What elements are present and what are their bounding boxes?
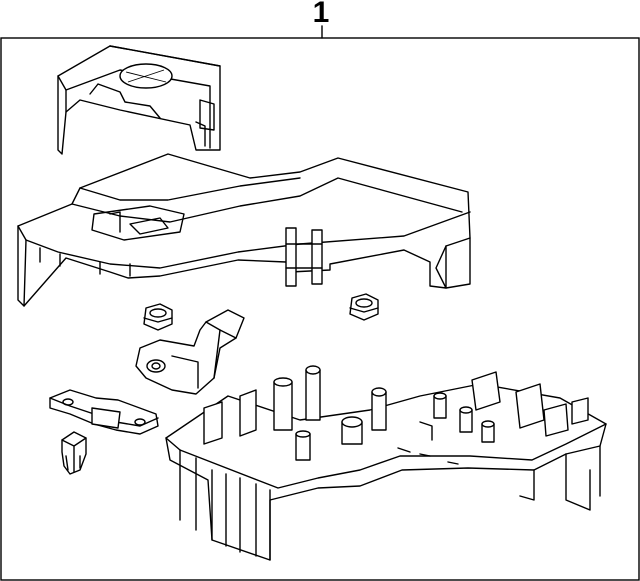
battery-terminal-bracket bbox=[135, 309, 245, 395]
fusible-link bbox=[49, 389, 159, 435]
hex-nut-right bbox=[349, 293, 379, 321]
terminal-cover bbox=[57, 45, 221, 155]
fuse-box-upper-cover bbox=[17, 153, 471, 307]
callout-number-1: 1 bbox=[312, 0, 330, 29]
assembly-frame bbox=[0, 37, 640, 581]
fuse-box-base bbox=[165, 365, 607, 561]
small-fuse bbox=[61, 431, 87, 475]
hex-nut-left bbox=[143, 303, 173, 331]
